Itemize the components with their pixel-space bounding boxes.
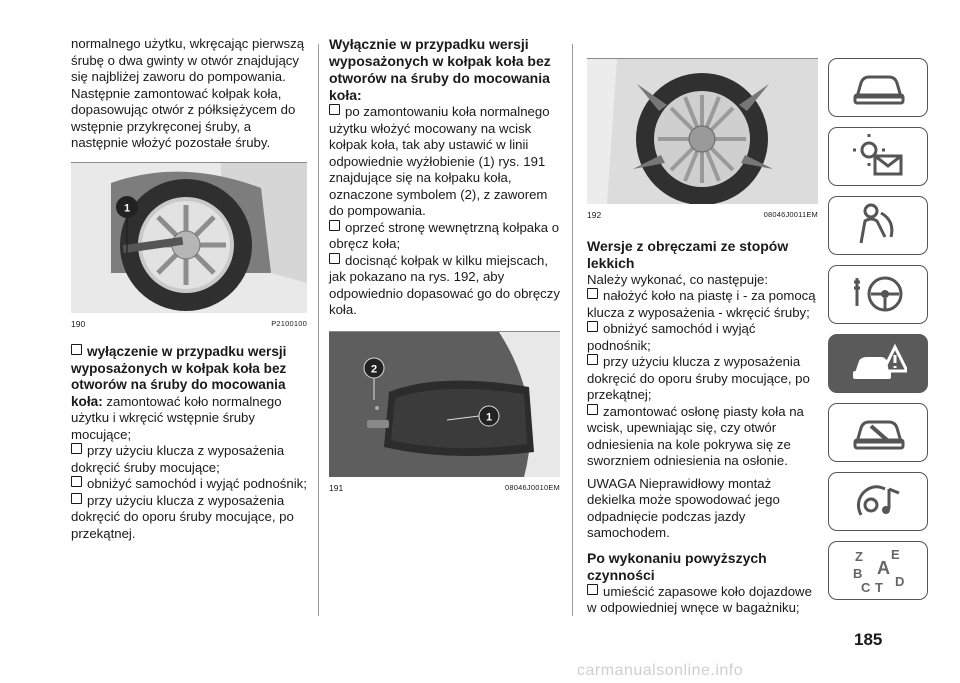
figure-192-image: [587, 59, 818, 204]
list-item-text: umieścić zapasowe koło dojazdowe w odpow…: [587, 583, 812, 616]
callout-1: [116, 195, 138, 218]
list-item: obniżyć samochód i wyjąć podnośnik;: [71, 476, 307, 493]
checkbox-bullet-icon: [71, 344, 82, 355]
chapter-tab-dashboard[interactable]: [828, 58, 928, 117]
note-paragraph: UWAGA Nieprawidłowy montaż dekielka może…: [587, 475, 780, 541]
list-item: przy użyciu klucza z wyposażenia dokręci…: [71, 492, 307, 543]
list-item: oprzeć stronę wewnętrzną kołpaka o obręc…: [329, 219, 560, 253]
list-item-text: obniżyć samochód i wyjąć podnośnik;: [587, 321, 756, 353]
chapter-sidebar: Z E B A C T D: [828, 58, 928, 610]
chapter-tab-warning-lights[interactable]: [828, 127, 928, 186]
item-heading-rest: zamontować koło normalnego użytku i wkrę…: [71, 393, 282, 442]
chapter-tab-safety[interactable]: [828, 196, 928, 255]
checkbox-bullet-icon: [71, 443, 82, 454]
list-item: nałożyć koło na piastę i - za pomocą klu…: [587, 288, 818, 321]
col1-intro: normalnego użytku, wkręcając pierwszą śr…: [71, 36, 305, 150]
section-heading: Wersje z obręczami ze stopów lekkich: [587, 237, 789, 271]
index-letter: Z: [855, 549, 863, 564]
section-heading: Wyłącznie w przypadku wersji wyposażonyc…: [329, 36, 551, 103]
list-item: obniżyć samochód i wyjąć podnośnik;: [587, 321, 818, 354]
chapter-tab-multimedia[interactable]: [828, 472, 928, 531]
list-item-text: przy użyciu klucza z wyposażenia dokręci…: [71, 443, 285, 475]
checkbox-bullet-icon: [587, 321, 598, 332]
checkbox-bullet-icon: [71, 492, 82, 504]
index-letter: E: [891, 548, 900, 562]
chapter-tab-maintenance[interactable]: [828, 403, 928, 462]
column-3: 192 08046J0011EM Wersje z obręczami ze s…: [587, 36, 818, 617]
column-divider: [572, 44, 573, 616]
figure-number: 192: [587, 210, 602, 220]
list-item: zamontować osłonę piasty koła na wcisk, …: [587, 403, 818, 470]
list-item: docisnąć kołpak w kilku miejscach, jak p…: [329, 252, 560, 319]
emergency-car-icon: [853, 343, 907, 379]
index-letter: A: [877, 558, 890, 578]
section-heading: Po wykonaniu powyższych czynności: [587, 549, 767, 583]
chapter-tab-driving[interactable]: [828, 265, 928, 324]
index-letter: D: [895, 574, 904, 589]
list-item-text: przy użyciu klucza z wyposażenia dokręci…: [71, 492, 294, 541]
figure-number: 190: [71, 318, 86, 329]
index-icon: Z E B A C T D: [853, 548, 904, 594]
checkbox-bullet-icon: [587, 288, 598, 299]
safety-airbag-icon: [859, 203, 894, 244]
figure-code: 08046J0010EM: [505, 482, 560, 492]
callout-1-label: 1: [486, 411, 492, 423]
list-item-text: przy użyciu klucza z wyposażenia dokręci…: [587, 354, 810, 402]
checkbox-bullet-icon: [587, 354, 598, 365]
list-item: po zamontowaniu koła normalnego użytku w…: [329, 104, 560, 220]
checkbox-bullet-icon: [329, 104, 340, 115]
watermark: carmanualsonline.info: [577, 662, 744, 679]
index-letter: T: [875, 580, 883, 594]
figure-number: 191: [329, 482, 344, 493]
figure-190: 1 190 P2100100: [71, 161, 307, 333]
multimedia-icon: [856, 485, 900, 516]
warning-lights-icon: [853, 134, 903, 176]
figure-191-image: 2 1: [329, 331, 560, 477]
figure-code: P2100100: [271, 318, 307, 328]
checkbox-bullet-icon: [329, 252, 340, 264]
dashboard-icon: [853, 75, 905, 105]
paragraph: Należy wykonać, co następuje:: [587, 271, 769, 287]
checkbox-bullet-icon: [71, 476, 82, 487]
figure-code: 08046J0011EM: [763, 210, 818, 219]
list-item-text: oprzeć stronę wewnętrzną kołpaka o obręc…: [329, 219, 560, 252]
column-1: normalnego użytku, wkręcając pierwszą śr…: [71, 36, 307, 542]
list-item-text: zamontować osłonę piasty koła na wcisk, …: [587, 403, 804, 469]
index-letter: B: [853, 566, 862, 581]
chapter-tab-emergency[interactable]: [828, 334, 928, 393]
list-item: wyłączenie w przypadku wersji wyposażony…: [71, 344, 307, 443]
list-item: przy użyciu klucza z wyposażenia dokręci…: [71, 443, 307, 476]
chapter-tab-index[interactable]: Z E B A C T D: [828, 541, 928, 600]
checkbox-bullet-icon: [587, 583, 598, 595]
list-item-text: nałożyć koło na piastę i - za pomocą klu…: [587, 288, 816, 320]
callout-2-label: 2: [371, 363, 377, 375]
checkbox-bullet-icon: [587, 403, 598, 415]
steering-wheel-key-icon: [854, 276, 903, 312]
column-divider: [318, 44, 319, 616]
list-item-text: obniżyć samochód i wyjąć podnośnik;: [87, 476, 307, 491]
page-number: 185: [854, 630, 883, 649]
list-item: przy użyciu klucza z wyposażenia dokręci…: [587, 354, 818, 404]
callout-1-label: 1: [124, 202, 130, 214]
figure-190-image: 1: [71, 162, 307, 313]
item-heading: wyłączenie w przypadku wersji wyposażony…: [71, 344, 287, 409]
checkbox-bullet-icon: [329, 219, 340, 231]
list-item: umieścić zapasowe koło dojazdowe w odpow…: [587, 583, 818, 617]
figure-191: 2 1 191 08046J0010EM: [329, 330, 560, 497]
wrench-car-icon: [853, 420, 905, 450]
figure-192: 192 08046J0011EM: [587, 58, 818, 224]
column-2: Wyłącznie w przypadku wersji wyposażonyc…: [329, 36, 560, 496]
index-letter: C: [861, 580, 871, 594]
list-item-text: docisnąć kołpak w kilku miejscach, jak p…: [329, 252, 560, 318]
list-item-text: po zamontowaniu koła normalnego użytku w…: [329, 104, 550, 218]
